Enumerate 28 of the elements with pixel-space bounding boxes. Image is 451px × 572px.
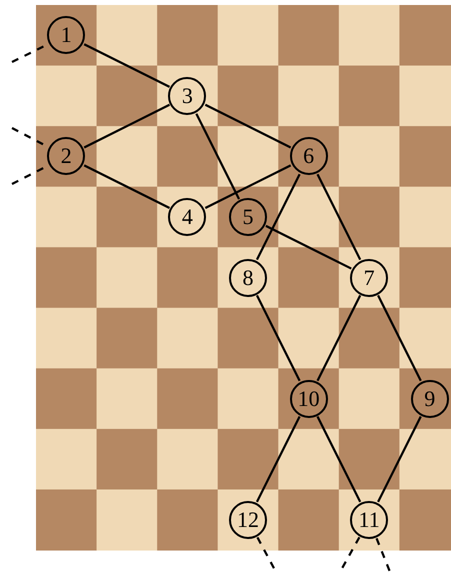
graph-edge	[256, 294, 301, 382]
numbered-circle: 11	[350, 500, 388, 539]
graph-edge	[204, 104, 292, 148]
graph-edge	[377, 294, 422, 382]
numbered-circle: 6	[290, 137, 328, 176]
numbered-circle: 1	[47, 16, 86, 54]
numbered-circle: 4	[168, 198, 206, 236]
graph-edge	[377, 416, 422, 502]
numbered-circle: 7	[350, 258, 388, 297]
graph-edge	[265, 224, 352, 270]
numbered-circle: 2	[47, 137, 86, 176]
numbered-circle: 10	[290, 380, 328, 418]
graph-edge	[195, 113, 240, 200]
graph-edge	[316, 294, 362, 382]
numbered-circle: 5	[228, 198, 267, 236]
numbered-circle: 3	[168, 76, 206, 115]
numbered-circle: 9	[410, 380, 449, 418]
graph-edge	[316, 416, 362, 502]
graph-edge	[204, 164, 292, 209]
graph-edge	[256, 174, 301, 260]
dashed-edge	[376, 538, 392, 572]
graph-edge	[84, 104, 170, 148]
numbered-circle: 8	[228, 258, 267, 297]
graph-edge	[84, 43, 170, 88]
numbered-circle: 12	[228, 500, 267, 539]
graph-edge	[316, 174, 362, 260]
graph-edge	[84, 164, 170, 209]
graph-edge	[256, 416, 301, 502]
